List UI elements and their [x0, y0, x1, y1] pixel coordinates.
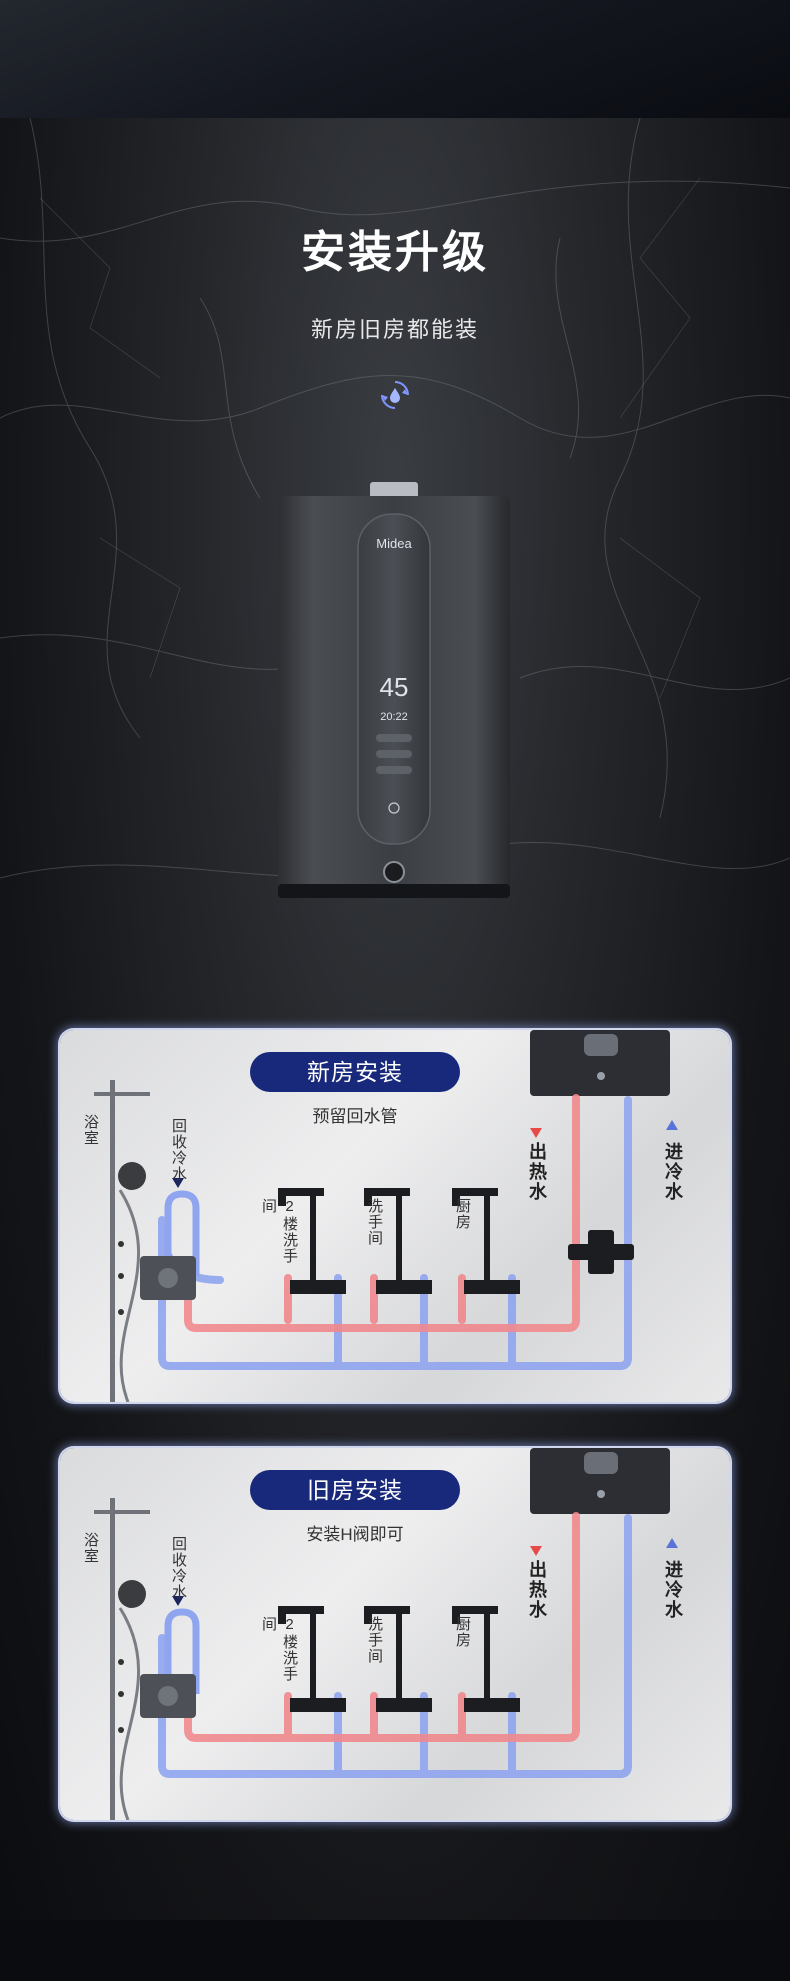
heater-time: 20:22: [380, 711, 408, 723]
install-card-old-house: 旧房安装 安装H阀即可 浴室 回收冷水 2楼洗手间 洗手间 厨房 出热水 进冷水: [60, 1448, 730, 1820]
faucet-label-kitchen: 厨房: [454, 1616, 471, 1648]
pipe-diagram: [94, 1448, 678, 1820]
heater-temperature: 45: [380, 672, 409, 702]
top-band: [0, 0, 790, 118]
faucet-label-washroom: 洗手间: [366, 1616, 383, 1664]
faucet-label-kitchen: 厨房: [454, 1198, 471, 1230]
card-title: 新房安装: [250, 1052, 460, 1092]
return-cold-label: 回收冷水: [170, 1536, 187, 1600]
faucet-label-2f-washroom: 2楼洗手间: [260, 1616, 298, 1682]
card-note: 安装H阀即可: [306, 1525, 404, 1544]
bathroom-label: 浴室: [82, 1532, 99, 1564]
card-title: 旧房安装: [250, 1470, 460, 1510]
faucet-label-washroom: 洗手间: [366, 1198, 383, 1246]
pipe-diagram: [94, 1030, 678, 1402]
faucet-label-2f-washroom: 2楼洗手间: [260, 1198, 298, 1264]
install-card-new-house: 新房安装 预留回水管 浴室 回收冷水 2楼洗手间 洗手间 厨房 出热水 进冷水: [60, 1030, 730, 1402]
bottom-band: [0, 1920, 790, 1981]
cold-water-in-label: 进冷水: [663, 1142, 683, 1202]
water-drop-icon: [381, 381, 409, 409]
water-heater-product: Midea 45 20:22: [278, 482, 510, 898]
return-cold-label: 回收冷水: [170, 1118, 187, 1182]
page-title: 安装升级: [301, 228, 489, 277]
page-subtitle: 新房旧房都能装: [310, 317, 479, 342]
bathroom-label: 浴室: [82, 1114, 99, 1146]
cold-water-in-label: 进冷水: [663, 1560, 683, 1620]
hot-water-out-label: 出热水: [527, 1560, 547, 1620]
heater-logo: Midea: [376, 536, 412, 551]
card-note: 预留回水管: [312, 1107, 398, 1126]
hot-water-out-label: 出热水: [527, 1142, 547, 1202]
